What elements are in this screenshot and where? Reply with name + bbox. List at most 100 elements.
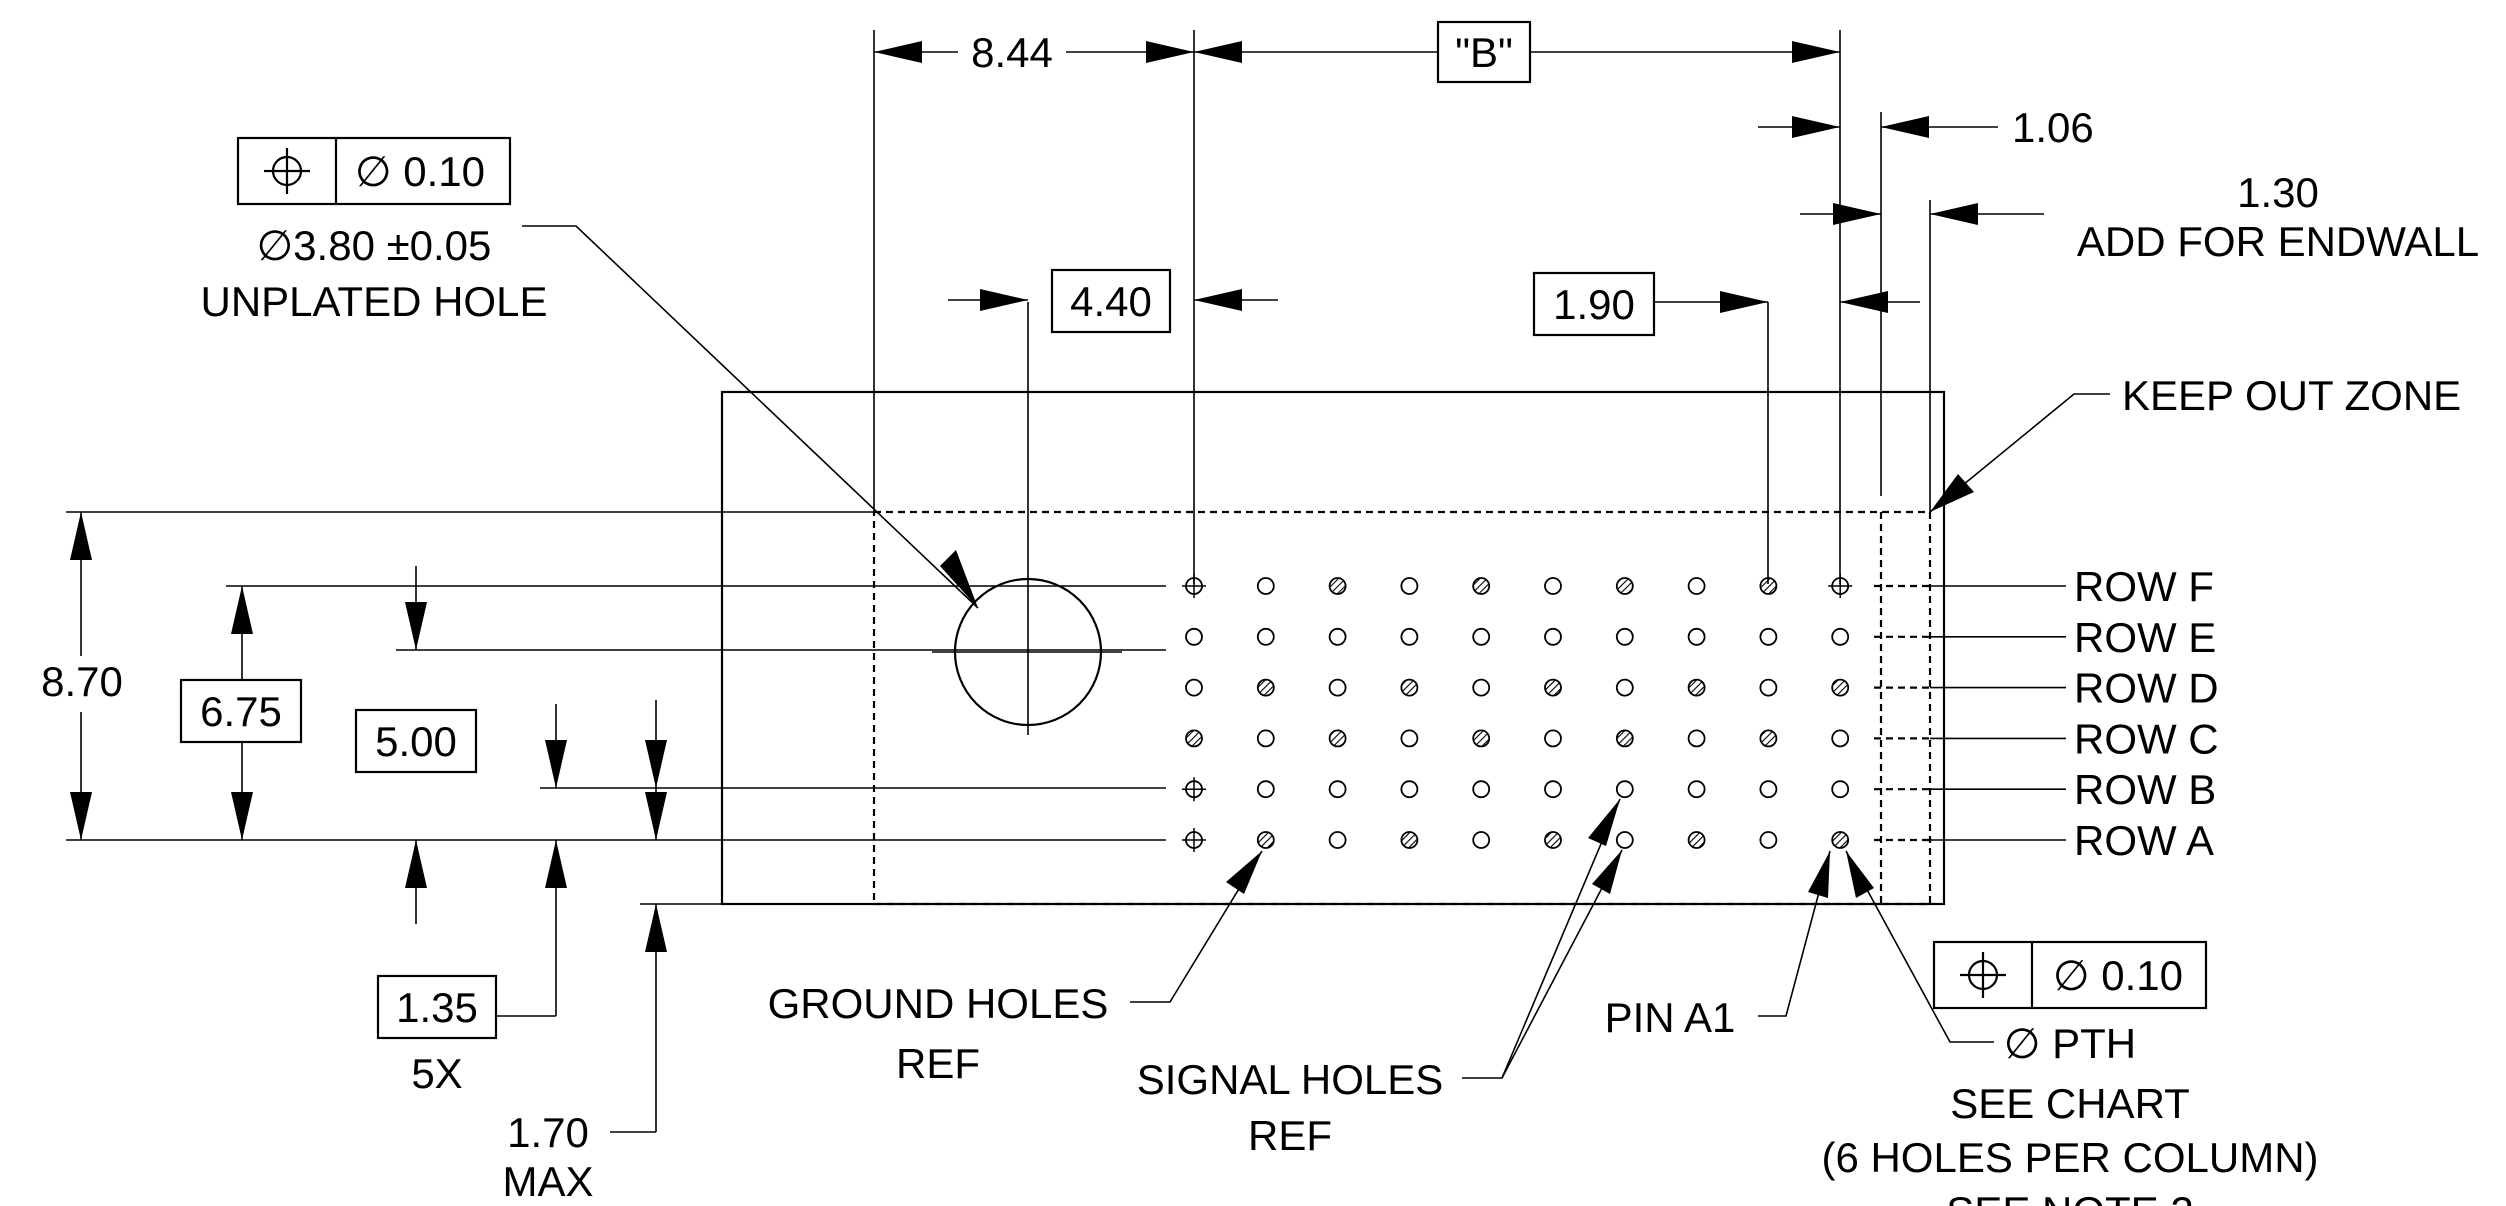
hole-open	[1472, 627, 1491, 646]
row-label: ROW A	[2074, 817, 2214, 864]
hole-open	[1472, 678, 1491, 697]
pin-a1-callout: PIN A1	[1605, 850, 1831, 1041]
row-label: ROW F	[2074, 563, 2214, 610]
hole-open	[1687, 780, 1706, 799]
hole-hatch	[1831, 678, 1850, 697]
hole-hatch	[1328, 577, 1347, 595]
hole-open	[1400, 780, 1419, 799]
hole-open	[1759, 780, 1778, 799]
dim-1-06-text: 1.06	[2012, 104, 2094, 151]
keep-out-zone	[872, 510, 1932, 906]
count-5x-text: 5X	[411, 1050, 462, 1097]
hole-open	[1185, 678, 1203, 697]
pin-a1-text: PIN A1	[1605, 994, 1736, 1041]
ground-holes-callout: GROUND HOLES REF	[768, 850, 1263, 1087]
fcf-top-tolerance: ∅ 0.10	[355, 148, 485, 195]
dim-8-44-text: 8.44	[971, 29, 1053, 76]
row-label: ROW D	[2074, 665, 2219, 712]
hole-open	[1472, 780, 1491, 799]
dim-8-44: 8.44	[873, 29, 1195, 584]
see-chart-text: SEE CHART	[1950, 1080, 2190, 1127]
hole-open	[1831, 780, 1850, 799]
unplated-hole-callout: ∅3.80 ±0.05 UNPLATED HOLE	[201, 222, 979, 609]
hole-open	[1256, 780, 1275, 799]
unplated-hole	[932, 302, 1122, 735]
hole-hatch	[1400, 678, 1419, 697]
endwall-text: ADD FOR ENDWALL	[2077, 218, 2479, 265]
dim-1-35	[396, 566, 1166, 924]
position-tolerance-icon	[264, 148, 310, 194]
dim-1-70-text: 1.70	[507, 1109, 589, 1156]
row-label: ROW B	[2074, 766, 2216, 813]
keep-out-text: KEEP OUT ZONE	[2122, 372, 2461, 419]
hole-hatch	[1544, 678, 1562, 697]
hole-open	[1544, 577, 1562, 595]
hole-centerline	[1182, 828, 1206, 852]
hole-open	[1759, 831, 1778, 849]
dim-8-70-text: 8.70	[41, 658, 123, 705]
hole-open	[1544, 627, 1562, 646]
dim-4-40: 4.40	[948, 268, 1278, 334]
feature-control-frame-right: ∅ 0.10	[1932, 940, 2208, 1010]
hole-open	[1328, 627, 1347, 646]
feature-control-frame-top: ∅ 0.10	[236, 136, 512, 206]
dim-b-text: "B"	[1455, 29, 1513, 76]
fcf-right-tolerance: ∅ 0.10	[2053, 952, 2183, 999]
signal-holes-callout: SIGNAL HOLES REF	[1137, 798, 1623, 1159]
hole-hatch	[1831, 831, 1850, 849]
hole-open	[1759, 678, 1778, 697]
hole-open	[1328, 831, 1347, 849]
max-text: MAX	[502, 1158, 593, 1205]
hole-open	[1687, 627, 1706, 646]
hole-centerline	[1182, 777, 1206, 802]
dim-rowspacing	[645, 700, 667, 840]
hole-hatch	[1687, 678, 1706, 697]
hole-open	[1544, 780, 1562, 799]
hole-hatch	[1615, 729, 1634, 748]
pth-callout: ∅ PTH SEE CHART (6 HOLES PER COLUMN) SEE…	[1821, 850, 2319, 1206]
hole-open	[1400, 627, 1419, 646]
hole-hatch	[1687, 831, 1706, 849]
hole-hatch	[1759, 729, 1778, 748]
dim-b: "B"	[1194, 20, 1841, 584]
dim-6-75-text: 6.75	[200, 688, 282, 735]
dim-pitch: 1.35 5X	[376, 704, 1166, 1097]
hole-open	[1185, 627, 1203, 646]
dim-1-06: 1.06	[1758, 104, 2094, 496]
hole-grid	[1182, 574, 1853, 852]
signal-ref-text: REF	[1248, 1112, 1332, 1159]
hole-open	[1831, 627, 1850, 646]
ground-ref-text: REF	[896, 1040, 980, 1087]
ground-text: GROUND HOLES	[768, 980, 1109, 1027]
hole-hatch	[1472, 577, 1491, 595]
pth-text: ∅ PTH	[2004, 1020, 2136, 1067]
hole-open	[1615, 627, 1634, 646]
hole-open	[1759, 627, 1778, 646]
see-note-text: SEE NOTE 2	[1946, 1188, 2193, 1206]
dim-1-30: 1.30 ADD FOR ENDWALL	[1800, 169, 2479, 512]
hole-hatch	[1256, 831, 1275, 849]
hole-open	[1687, 729, 1706, 748]
dim-8-70: 8.70	[41, 511, 1166, 841]
hole-open	[1831, 729, 1850, 748]
dim-1-30-text: 1.30	[2237, 169, 2319, 216]
connector-outline	[720, 390, 1946, 906]
hole-open	[1256, 577, 1275, 595]
hole-hatch	[1185, 729, 1203, 748]
hole-open	[1256, 729, 1275, 748]
hole-hatch	[1544, 831, 1562, 849]
dim-1-70: 1.70 MAX	[502, 903, 722, 1205]
row-label: ROW E	[2074, 614, 2216, 661]
unplated-text: UNPLATED HOLE	[201, 278, 548, 325]
hole-open	[1615, 780, 1634, 799]
dim-1-35-text: 1.35	[396, 984, 478, 1031]
hole-open	[1400, 577, 1419, 595]
signal-text: SIGNAL HOLES	[1137, 1056, 1444, 1103]
hole-open	[1472, 831, 1491, 849]
hole-hatch	[1615, 577, 1634, 595]
hole-hatch	[1256, 678, 1275, 697]
position-tolerance-icon	[1960, 952, 2006, 998]
row-label: ROW C	[2074, 715, 2219, 762]
